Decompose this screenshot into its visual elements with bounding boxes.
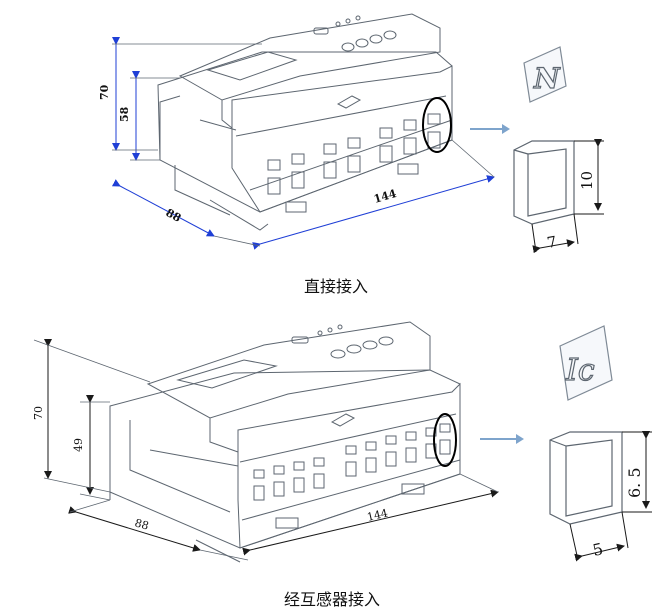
cap-height-top: 10 bbox=[578, 171, 596, 190]
terminal-cap-ct bbox=[549, 431, 623, 525]
dimension-lines-bottom bbox=[44, 339, 499, 556]
n-label-icon: N bbox=[523, 46, 567, 103]
dim-height-body-top: 58 bbox=[118, 106, 131, 122]
icon-letter-n: N bbox=[533, 62, 561, 95]
dim-depth-top: 88 bbox=[164, 206, 184, 225]
dim-height-body-bottom: 49 bbox=[72, 438, 85, 452]
neutral-terminal-highlight bbox=[422, 97, 452, 153]
dim-width-bottom: 144 bbox=[366, 507, 389, 524]
icon-letter-ic: Ic bbox=[565, 353, 595, 388]
ic-label-icon: Ic bbox=[559, 325, 613, 401]
dim-height-total-bottom: 70 bbox=[32, 406, 45, 420]
cap-width-bottom: 5 bbox=[591, 539, 605, 560]
direct-connection-meter bbox=[157, 13, 453, 231]
terminal-cap-direct bbox=[513, 140, 575, 225]
dimension-lines-top bbox=[111, 37, 495, 250]
caption-ct-connection: 经互感器接入 bbox=[284, 590, 381, 609]
cap-width-top: 7 bbox=[546, 233, 559, 252]
dim-depth-bottom: 88 bbox=[133, 516, 150, 532]
dim-height-total-top: 70 bbox=[98, 84, 111, 100]
cap-height-bottom: 6. 5 bbox=[625, 467, 644, 498]
ct-terminal-highlight bbox=[433, 413, 457, 467]
dim-width-top: 144 bbox=[372, 187, 398, 206]
caption-direct-connection: 直接接入 bbox=[304, 277, 369, 296]
ct-connection-meter bbox=[109, 321, 461, 563]
